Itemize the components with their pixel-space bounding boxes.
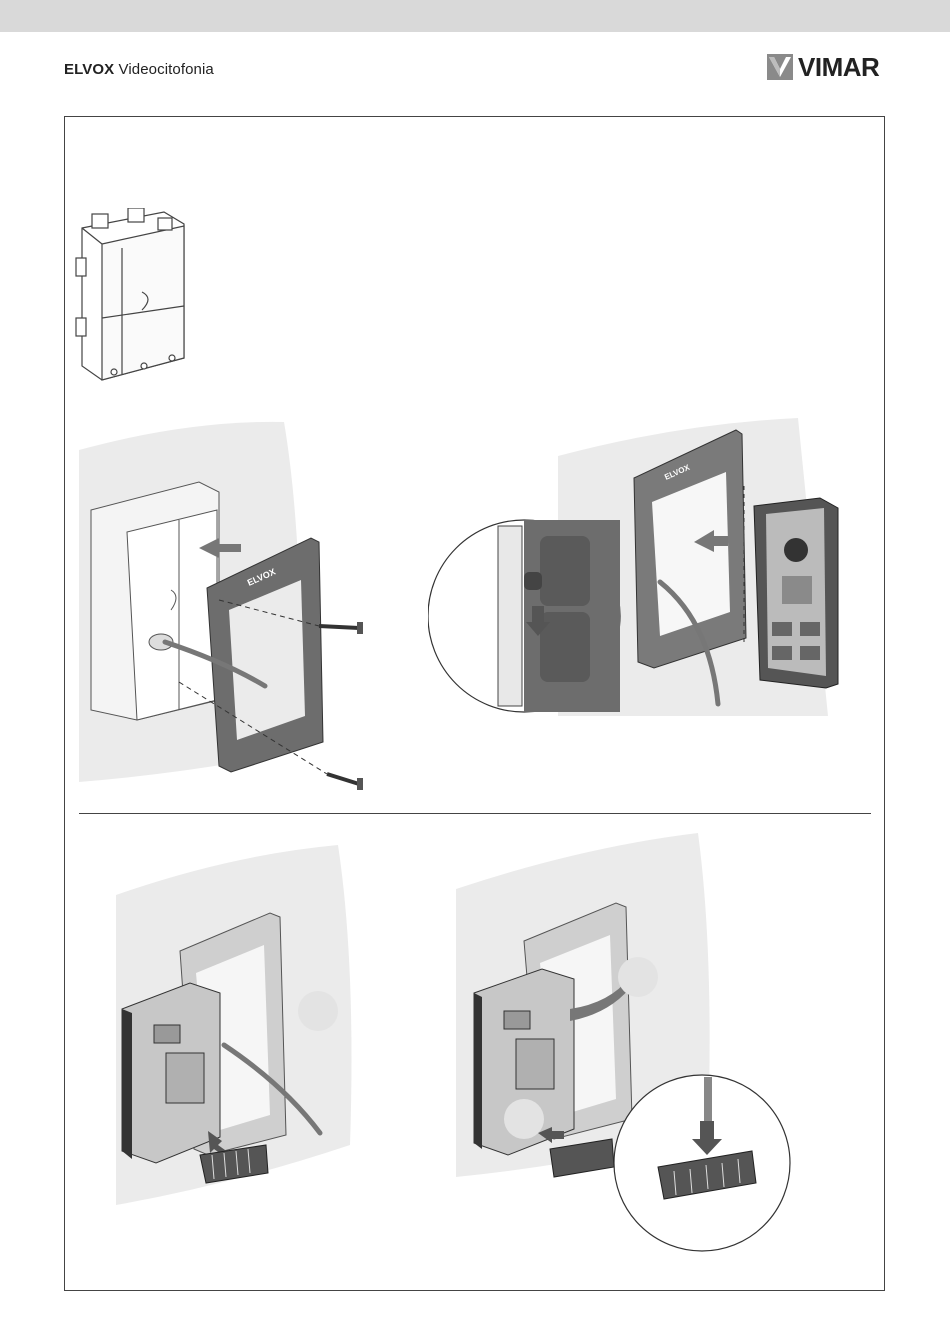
brand-rest: Videocitofonia [119, 61, 214, 78]
flush-box-icon [76, 208, 184, 380]
vimar-logo-icon [766, 53, 794, 81]
step-badge [618, 957, 658, 997]
screw-icon [319, 622, 363, 634]
terminal-connection-figure [452, 833, 822, 1253]
bracket-mounting-figure: ELVOX [79, 420, 379, 805]
panel-hooking-figure: ELVOX [428, 416, 848, 716]
brand-title: ELVOX Videocitofonia [64, 61, 214, 78]
electronic-module [122, 983, 220, 1163]
top-bar [0, 0, 950, 32]
electronic-module [754, 498, 838, 688]
logo-text: VIMAR [798, 52, 879, 83]
brand-bold: ELVOX [64, 61, 114, 78]
step-badge [298, 991, 338, 1031]
section-divider [79, 813, 871, 814]
terminal-removal-figure [110, 845, 370, 1205]
vimar-logo: VIMAR [766, 52, 879, 82]
flush-box-figure [72, 208, 192, 388]
flush-box-icon [91, 482, 219, 720]
screw-icon [327, 774, 363, 790]
detail-bracket [498, 520, 620, 712]
